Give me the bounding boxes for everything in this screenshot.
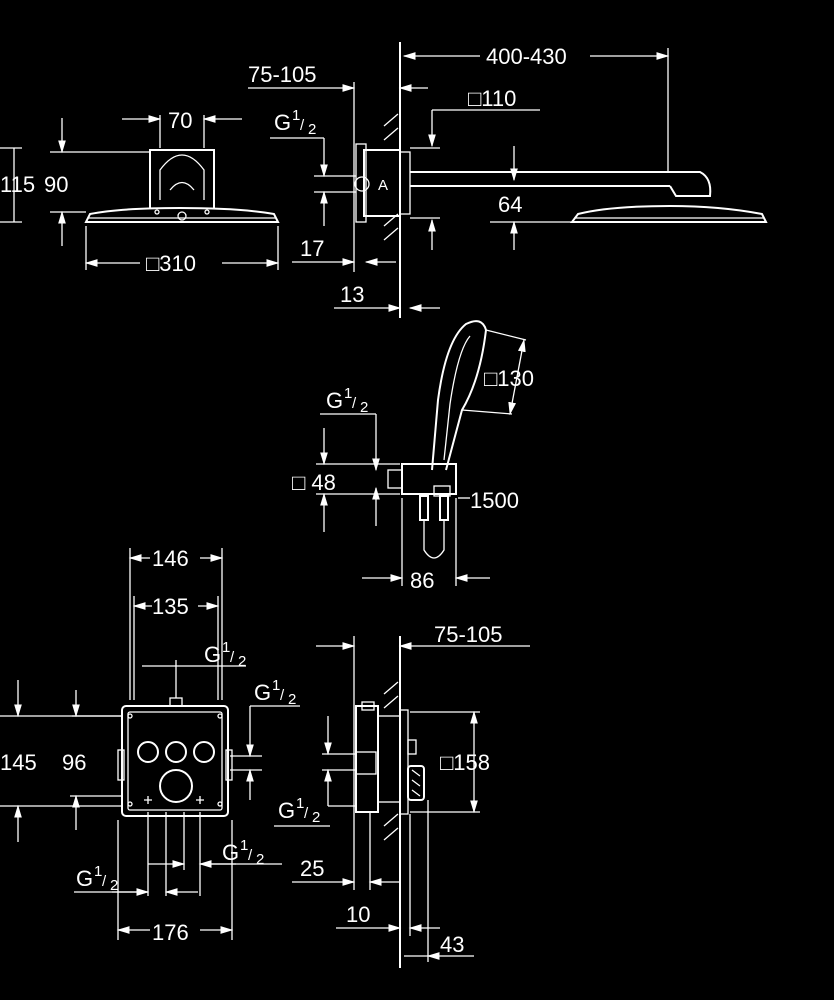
box-side-thread: G <box>278 798 295 823</box>
svg-text:2: 2 <box>238 653 246 670</box>
dim-height-total: 115 <box>0 172 35 197</box>
dim-box-offset-25: 25 <box>300 856 324 881</box>
dim-projection: 86 <box>410 568 434 593</box>
svg-text:1: 1 <box>292 107 300 124</box>
thread-g-label: G <box>274 110 291 135</box>
svg-text:1: 1 <box>344 385 352 402</box>
svg-text:1: 1 <box>222 639 230 656</box>
box-front-view: 146 135 G 1 / 2 G 1 / 2 145 96 <box>0 546 300 945</box>
svg-text:/: / <box>280 687 285 704</box>
svg-text:2: 2 <box>288 691 296 708</box>
svg-text:/: / <box>230 649 235 666</box>
svg-text:2: 2 <box>110 877 118 894</box>
dim-offset-13: 13 <box>340 282 364 307</box>
dim-box-offset-43: 43 <box>440 932 464 957</box>
dim-square-110: □110 <box>468 86 516 111</box>
head-shower-arm <box>149 149 215 208</box>
dim-square-310: □310 <box>146 251 196 276</box>
head-shower-front-view: 70 115 90 □310 <box>0 108 280 276</box>
box-thread-top: G <box>204 642 221 667</box>
svg-text:2: 2 <box>308 121 316 138</box>
dim-width-top: 70 <box>168 108 192 133</box>
side-shower-disc <box>570 204 768 223</box>
svg-text:1: 1 <box>240 837 248 854</box>
svg-text:1: 1 <box>272 677 280 694</box>
dim-height-inner: 90 <box>44 172 68 197</box>
dim-drop: 64 <box>498 192 522 217</box>
dim-box-width-inner: 135 <box>152 594 189 619</box>
dim-square-158: □158 <box>440 750 490 775</box>
box-side-view: 75-105 □158 G 1 / 2 25 10 43 <box>274 622 530 968</box>
head-shower-side-view: A 75-105 400-430 G 1 / 2 □110 <box>248 42 768 318</box>
dim-box-height-outer: 145 <box>0 750 37 775</box>
dim-box-height-inner: 96 <box>62 750 86 775</box>
dim-box-depth: 75-105 <box>434 622 503 647</box>
hand-thread-g-label: G <box>326 388 343 413</box>
svg-text:1: 1 <box>296 795 304 812</box>
svg-text:2: 2 <box>312 809 320 826</box>
svg-text:/: / <box>300 117 305 134</box>
dim-offset-17: 17 <box>300 236 324 261</box>
svg-text:A: A <box>378 177 388 194</box>
svg-text:/: / <box>248 847 253 864</box>
head-shower-disc <box>84 206 280 223</box>
dim-box-width-bottom: 176 <box>152 920 189 945</box>
svg-text:/: / <box>352 395 357 412</box>
svg-text:1: 1 <box>94 863 102 880</box>
hand-shower-view: □130 G 1 / 2 □ 48 1500 86 <box>292 320 534 593</box>
dim-square-130: □130 <box>484 366 534 391</box>
dim-hose-length: 1500 <box>470 488 519 513</box>
dim-wall-depth: 75-105 <box>248 62 317 87</box>
dim-square-48: □ 48 <box>292 470 336 495</box>
svg-text:2: 2 <box>360 399 368 416</box>
dim-arm-length: 400-430 <box>486 44 567 69</box>
box-thread-bottom-right: G <box>222 840 239 865</box>
hand-shower-head <box>431 320 488 471</box>
dim-box-width-outer: 146 <box>152 546 189 571</box>
svg-text:/: / <box>304 805 309 822</box>
box-thread-right: G <box>254 680 271 705</box>
dim-box-offset-10: 10 <box>346 902 370 927</box>
svg-text:2: 2 <box>256 851 264 868</box>
box-thread-bottom-left: G <box>76 866 93 891</box>
svg-text:/: / <box>102 873 107 890</box>
